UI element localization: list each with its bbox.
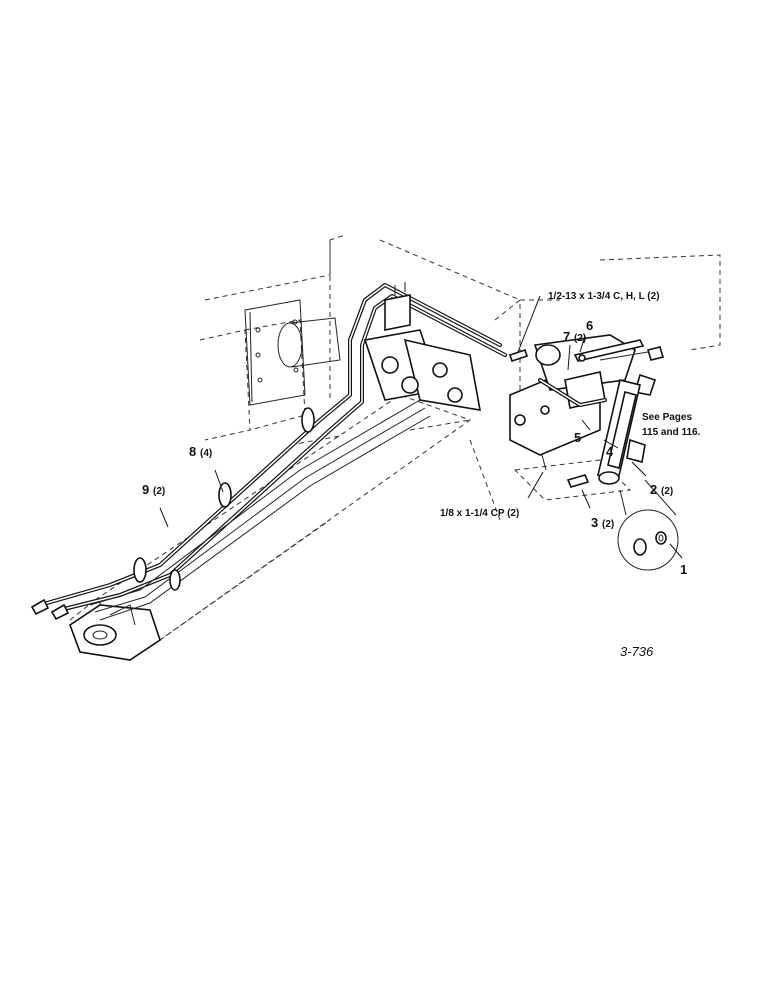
detail-inset bbox=[617, 479, 679, 571]
callout-7-number: 7 bbox=[563, 329, 570, 344]
callout-2-number: 2 bbox=[650, 482, 657, 497]
pin-link bbox=[573, 339, 645, 362]
drawbar-beam bbox=[69, 394, 472, 641]
hitch-clevis bbox=[69, 604, 161, 661]
callout-9-number: 9 bbox=[142, 482, 149, 497]
coupler-block bbox=[363, 282, 481, 411]
callout-6-number: 6 bbox=[586, 318, 593, 333]
see-pages-note-line1: See Pages bbox=[642, 412, 692, 423]
callout-9-qty: (2) bbox=[153, 486, 165, 497]
hydraulic-tubes bbox=[89, 399, 431, 621]
callout-3-number: 3 bbox=[591, 515, 598, 530]
hydraulic-cylinder bbox=[597, 379, 646, 485]
bolt-lower bbox=[541, 454, 590, 488]
pin-spec-note: 1/8 x 1-1/4 CP (2) bbox=[440, 508, 519, 519]
callout-2-qty: (2) bbox=[661, 486, 673, 497]
leader-lines bbox=[159, 295, 683, 559]
see-pages-note-line2: 115 and 116. bbox=[642, 427, 701, 438]
callout-8-number: 8 bbox=[189, 444, 196, 459]
callout-7-qty: (2) bbox=[574, 333, 586, 344]
bolt-spec-note: 1/2-13 x 1-3/4 C, H, L (2) bbox=[548, 291, 660, 302]
callout-3-qty: (2) bbox=[602, 519, 614, 530]
callout-4-number: 4 bbox=[606, 444, 614, 459]
frame-phantom-outline bbox=[199, 234, 721, 521]
figure-id: 3-736 bbox=[620, 644, 654, 659]
mounting-plate bbox=[244, 299, 341, 406]
hose-clamps bbox=[133, 407, 315, 591]
callout-labels: 1 2 (2) 3 (2) 4 5 6 7 (2) 8 (4) 9 (2) 1/… bbox=[142, 291, 701, 659]
callout-1-number: 1 bbox=[680, 562, 687, 577]
hydraulic-hoses bbox=[30, 283, 507, 621]
bolt-set-upper bbox=[508, 346, 665, 363]
callout-8-qty: (4) bbox=[200, 448, 212, 459]
callout-5-number: 5 bbox=[574, 430, 581, 445]
